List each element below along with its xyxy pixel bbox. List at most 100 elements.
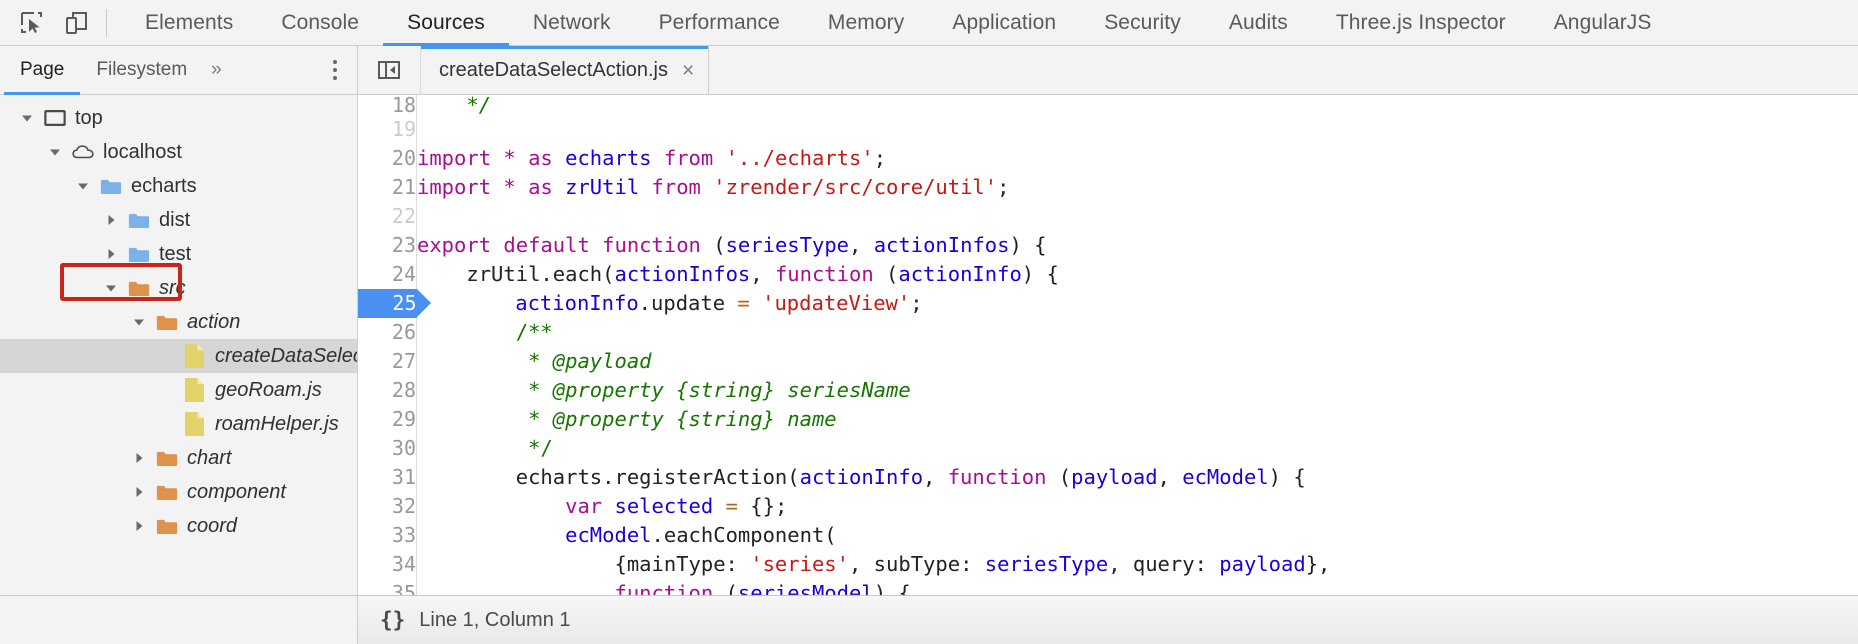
line-number-gutter[interactable]: 20 <box>358 144 417 173</box>
tree-row-georoam-js[interactable]: geoRoam.js <box>0 373 357 407</box>
tab-performance[interactable]: Performance <box>658 10 780 34</box>
code-line-source: actionInfo.update = 'updateView'; <box>515 291 923 315</box>
triangle-down-icon[interactable] <box>16 111 38 125</box>
line-number-gutter[interactable]: 33 <box>358 521 417 550</box>
tree-row-test[interactable]: test <box>0 237 357 271</box>
line-number-gutter[interactable]: 27 <box>358 347 417 376</box>
tree-row-label: top <box>75 106 103 129</box>
frame-icon <box>44 107 66 129</box>
tree-row-label: coord <box>187 514 238 537</box>
line-number-gutter[interactable]: 29 <box>358 405 417 434</box>
device-toolbar-icon[interactable] <box>54 3 98 43</box>
line-number-gutter[interactable]: 28 <box>358 376 417 405</box>
folder-orange-icon <box>128 277 150 299</box>
code-line: 26 /** <box>358 318 1858 347</box>
tree-row-label: createDataSelectAction.js <box>215 344 357 367</box>
code-line-source: import * as zrUtil from 'zrender/src/cor… <box>417 175 1010 199</box>
tab-network[interactable]: Network <box>532 10 611 34</box>
folder-orange-icon <box>156 515 178 537</box>
pretty-print-icon[interactable]: {} <box>380 608 406 632</box>
triangle-right-icon[interactable] <box>128 485 150 499</box>
tree-row-coord[interactable]: coord <box>0 509 357 543</box>
code-line: 32 var selected = {}; <box>358 492 1858 521</box>
code-line-source: ecModel.eachComponent( <box>565 523 837 547</box>
line-number-gutter[interactable]: 24 <box>358 260 417 289</box>
tab-sources[interactable]: Sources <box>383 0 509 46</box>
line-number-gutter[interactable]: 21 <box>358 173 417 202</box>
tree-row-component[interactable]: component <box>0 475 357 509</box>
line-number-gutter[interactable]: 34 <box>358 550 417 579</box>
tree-row-echarts[interactable]: echarts <box>0 169 357 203</box>
code-line-source: var selected = {}; <box>565 494 788 518</box>
inspect-cursor-icon[interactable] <box>10 3 54 43</box>
nav-tab-filesystem[interactable]: Filesystem <box>96 59 188 80</box>
code-line: 25 actionInfo.update = 'updateView'; <box>358 289 1858 318</box>
line-number-gutter[interactable]: 23 <box>358 231 417 260</box>
triangle-down-icon[interactable] <box>100 281 122 295</box>
triangle-down-icon[interactable] <box>72 179 94 193</box>
tab-audits[interactable]: Audits <box>1228 10 1288 34</box>
line-number-gutter[interactable]: 31 <box>358 463 417 492</box>
tree-row-label: component <box>187 480 286 503</box>
code-line: 35 function (seriesModel) { <box>358 579 1858 595</box>
tab-angularjs[interactable]: AngularJS <box>1553 10 1652 34</box>
triangle-right-icon[interactable] <box>128 451 150 465</box>
tab-memory[interactable]: Memory <box>827 10 905 34</box>
triangle-down-icon[interactable] <box>128 315 150 329</box>
triangle-right-icon[interactable] <box>100 213 122 227</box>
tree-row-label: action <box>187 310 241 333</box>
code-line-source: /** <box>417 320 553 344</box>
tab-threejs-inspector[interactable]: Three.js Inspector <box>1335 10 1506 34</box>
cursor-position-label: Line 1, Column 1 <box>419 608 571 631</box>
line-number-gutter[interactable]: 25 <box>358 289 430 318</box>
code-line: 29 * @property {string} name <box>358 405 1858 434</box>
tree-row-action[interactable]: action <box>0 305 357 339</box>
tree-row-src[interactable]: src <box>0 271 357 305</box>
close-icon[interactable]: × <box>682 58 695 82</box>
triangle-right-icon[interactable] <box>128 519 150 533</box>
code-line-source: * @property {string} name <box>417 407 837 431</box>
chevron-right-icon[interactable]: » <box>211 59 222 80</box>
tree-row-label: src <box>159 276 186 299</box>
line-number-gutter[interactable]: 18 <box>358 95 417 115</box>
line-number-gutter[interactable]: 19 <box>358 115 417 144</box>
tab-application[interactable]: Application <box>952 10 1057 34</box>
editor-file-tab[interactable]: createDataSelectAction.js × <box>421 46 710 94</box>
line-number-gutter[interactable]: 30 <box>358 434 417 463</box>
tab-security[interactable]: Security <box>1104 10 1181 34</box>
tab-console[interactable]: Console <box>281 10 360 34</box>
editor-file-tab-label: createDataSelectAction.js <box>439 58 669 81</box>
code-line: 34 {mainType: 'series', subType: seriesT… <box>358 550 1858 579</box>
tree-row-roamhelper-js[interactable]: roamHelper.js <box>0 407 357 441</box>
triangle-right-icon[interactable] <box>100 247 122 261</box>
code-line: 31 echarts.registerAction(actionInfo, fu… <box>358 463 1858 492</box>
tree-row-label: geoRoam.js <box>215 378 322 401</box>
tree-row-localhost[interactable]: localhost <box>0 135 357 169</box>
nav-tab-page[interactable]: Page <box>4 46 81 95</box>
triangle-down-icon[interactable] <box>44 145 66 159</box>
tab-elements[interactable]: Elements <box>145 10 234 34</box>
more-options-icon[interactable] <box>327 54 343 86</box>
tree-row-label: test <box>159 242 192 265</box>
code-line: 19 <box>358 115 1858 144</box>
line-number-gutter[interactable]: 32 <box>358 492 417 521</box>
tree-row-top[interactable]: top <box>0 101 357 135</box>
panel-tabs: Elements Console Sources Network Perform… <box>121 0 1676 46</box>
code-line: 27 * @payload <box>358 347 1858 376</box>
line-number-gutter[interactable]: 26 <box>358 318 417 347</box>
tree-row-dist[interactable]: dist <box>0 203 357 237</box>
cloud-icon <box>72 141 94 163</box>
tree-row-chart[interactable]: chart <box>0 441 357 475</box>
tree-row-createdataselectaction-js[interactable]: createDataSelectAction.js <box>0 339 357 373</box>
show-navigator-panel-icon[interactable] <box>358 46 421 94</box>
line-number-gutter[interactable]: 22 <box>358 202 417 231</box>
code-line-source: echarts.registerAction(actionInfo, funct… <box>417 465 1306 489</box>
line-number-gutter[interactable]: 35 <box>358 579 417 595</box>
code-line: 30 */ <box>358 434 1858 463</box>
